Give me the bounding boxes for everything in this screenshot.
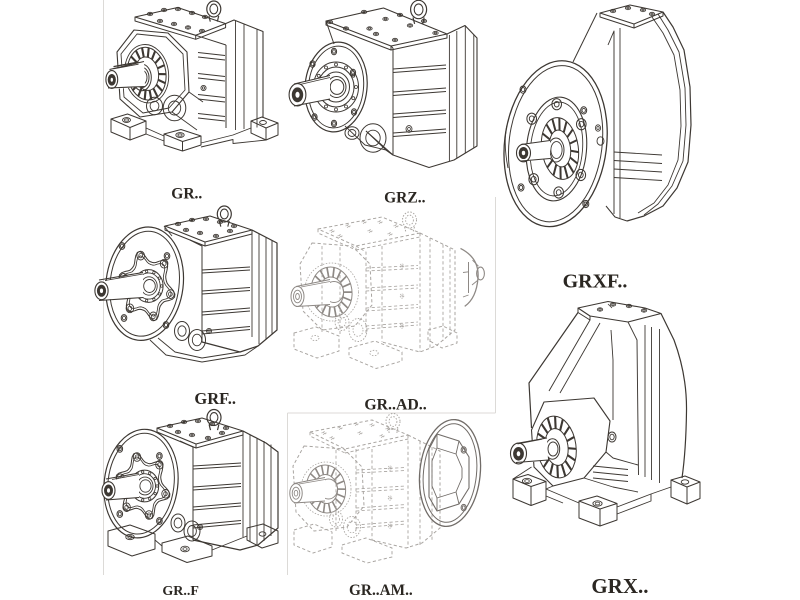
- svg-text:GR..AM..: GR..AM..: [349, 582, 413, 599]
- svg-text:GR..: GR..: [171, 186, 202, 203]
- svg-text:GRZ..: GRZ..: [384, 189, 425, 206]
- svg-text:GR..AD..: GR..AD..: [364, 397, 426, 414]
- svg-text:GR..F: GR..F: [162, 584, 199, 599]
- svg-text:GRX..: GRX..: [591, 574, 648, 598]
- svg-text:GRF..: GRF..: [194, 389, 236, 408]
- svg-text:GRXF..: GRXF..: [563, 271, 628, 293]
